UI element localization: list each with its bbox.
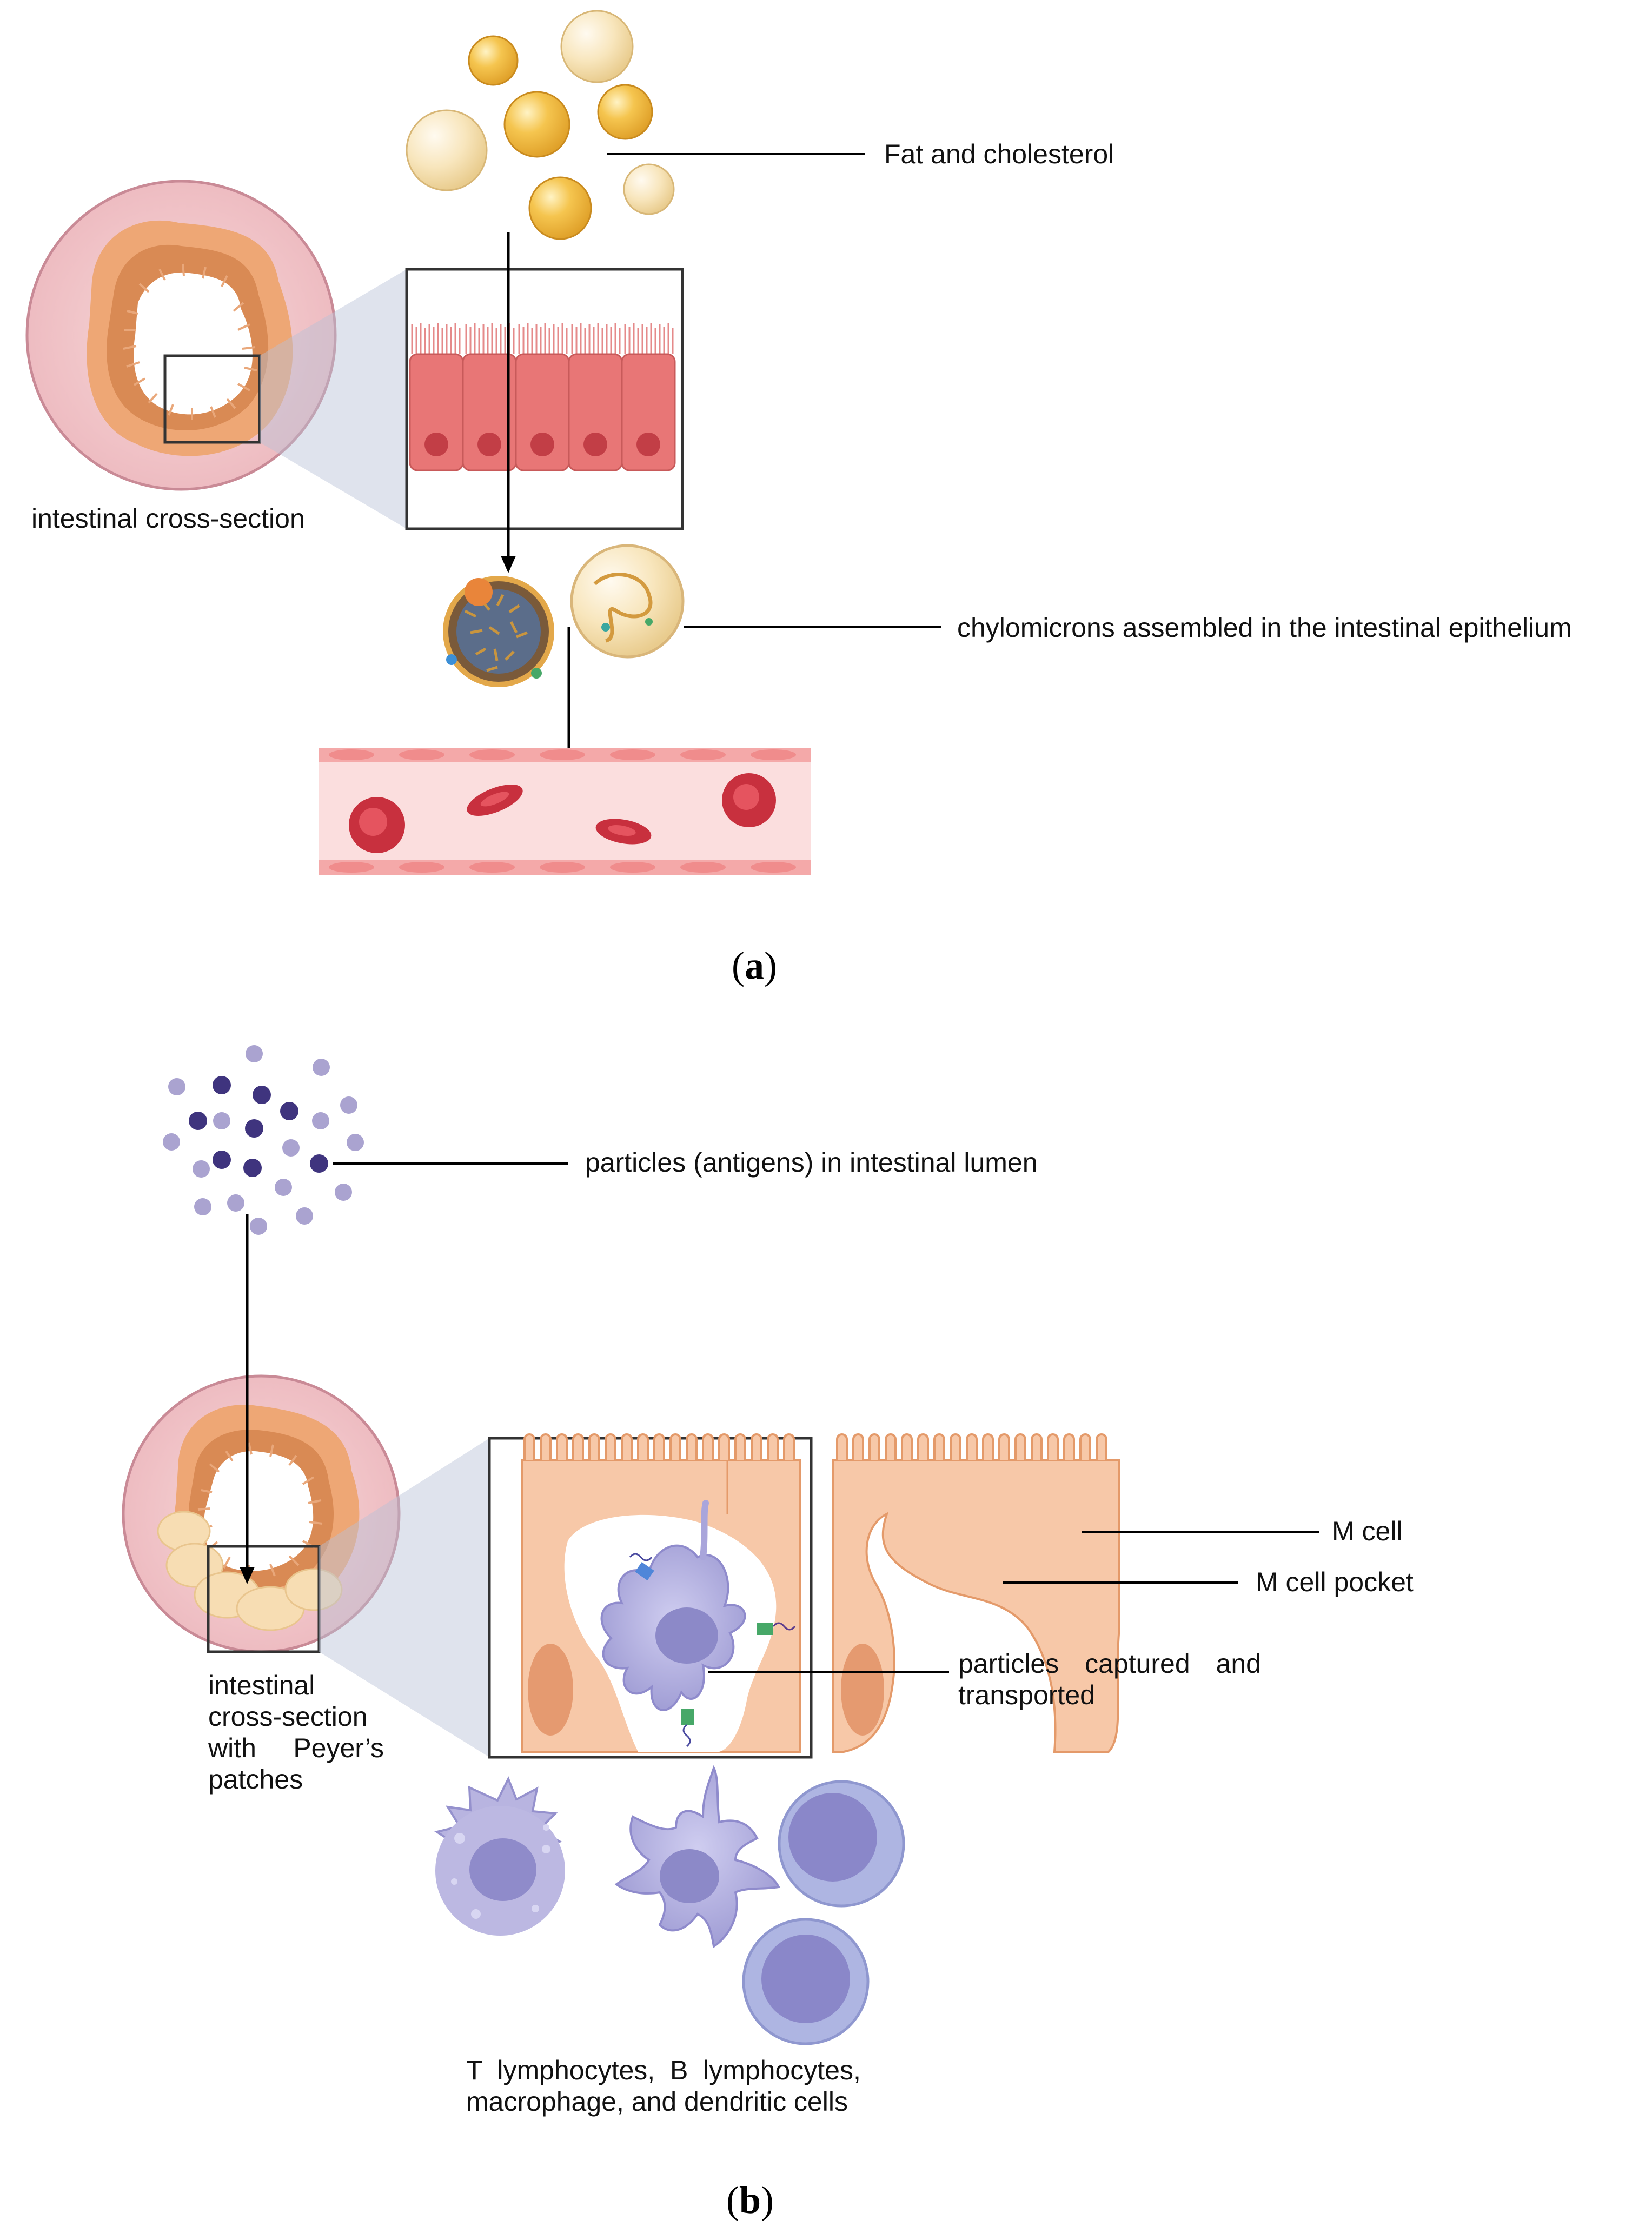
chylomicron-label: chylomicrons assembled in the intestinal…: [957, 613, 1572, 643]
dendritic-cell-captured: [600, 1500, 796, 1747]
antigen-particles: [163, 1045, 364, 1235]
immune-cells-label: T lymphocytes, B lymphocytes, macrophage…: [466, 2055, 861, 2117]
immune-cells: [434, 1765, 905, 2045]
m-cell-right: [832, 1433, 1120, 1753]
fat-label: Fat and cholesterol: [884, 139, 1114, 169]
intestine-cross-section-a: [25, 180, 337, 491]
cross-section-label: intestinal cross-section: [31, 503, 305, 534]
antigen-label: particles (antigens) in intestinal lumen: [585, 1147, 1038, 1178]
fat-droplets: [406, 10, 675, 240]
chylomicron-particles: [443, 544, 685, 687]
absorption-arrowhead: [501, 556, 516, 573]
zoom-wedge-a: [260, 269, 407, 529]
peyer-label-line2: cross-section: [208, 1702, 368, 1732]
m-cell-pocket-label: M cell pocket: [1256, 1567, 1414, 1597]
panel-b-caption: (b): [726, 2178, 774, 2222]
epithelium-box: [405, 268, 684, 530]
zoom-wedge-b: [319, 1438, 489, 1757]
blood-vessel: [319, 748, 811, 875]
immune-label-line2: macrophage, and dendritic cells: [466, 2086, 848, 2117]
antigen-arrowhead: [240, 1567, 255, 1584]
captured-antigen-marks: [629, 1553, 796, 1747]
intestine-cross-section-peyer: [122, 1374, 401, 1653]
peyer-label-line4: patches: [208, 1764, 303, 1795]
panel-a-caption: (a): [732, 944, 777, 987]
immune-label-line1: T lymphocytes, B lymphocytes,: [466, 2055, 861, 2085]
peyer-label-line1: intestinal: [208, 1670, 315, 1700]
captured-label-line2: transported: [958, 1680, 1095, 1710]
m-cell-label: M cell: [1332, 1516, 1403, 1546]
